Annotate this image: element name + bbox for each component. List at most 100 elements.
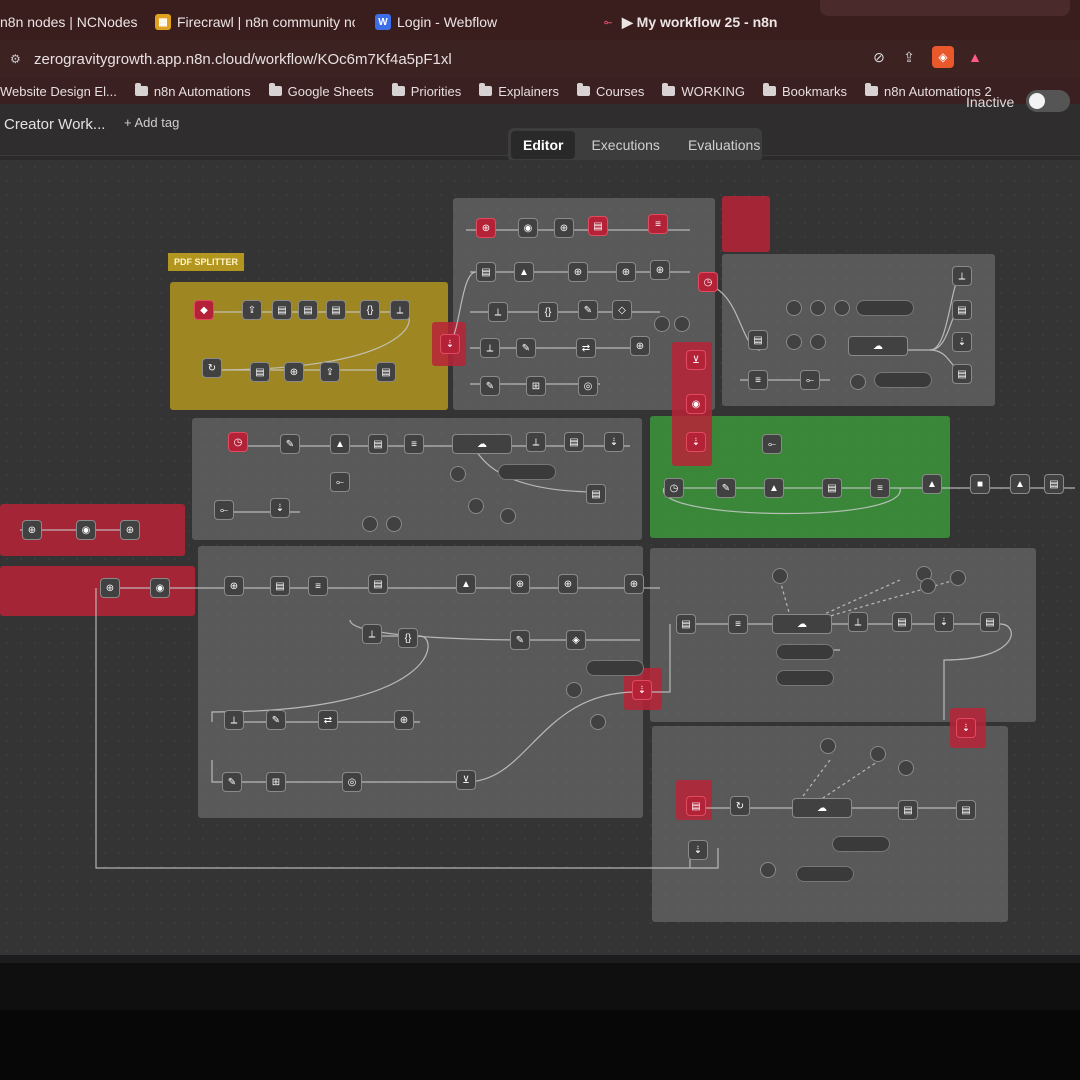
ai-agent-node[interactable]: ☁ [772, 614, 832, 634]
ai-agent-node[interactable]: ☁ [848, 336, 908, 356]
chat-model-node[interactable] [810, 334, 826, 350]
limit-node[interactable]: ⇣ [440, 334, 460, 354]
structured-output-parser-node[interactable] [856, 300, 914, 316]
share-icon[interactable]: ⇪ [903, 48, 915, 65]
loop-node[interactable]: ↻ [202, 358, 222, 378]
upload-trigger-node[interactable]: ◆ [194, 300, 214, 320]
execute-workflow-node[interactable]: ⟜ [762, 434, 782, 454]
edit-fields-node[interactable]: ✎ [716, 478, 736, 498]
bookmark-folder[interactable]: Courses [576, 83, 644, 99]
google-sheets-node[interactable]: ▤ [476, 262, 496, 282]
edit-fields-node[interactable]: ✎ [516, 338, 536, 358]
google-sheets-node[interactable]: ▤ [586, 484, 606, 504]
tab-firecrawl[interactable]: ▦ Firecrawl | n8n community node | N [155, 8, 355, 36]
wait-node[interactable]: ◉ [518, 218, 538, 238]
tab-ncnodes[interactable]: n8n nodes | NCNodes [0, 8, 140, 36]
bookmark-folder[interactable]: WORKING [662, 83, 745, 99]
split-out-node[interactable]: ⟂ [224, 710, 244, 730]
tab-evaluations[interactable]: Evaluations [687, 137, 761, 153]
sticky-note[interactable] [722, 196, 770, 252]
activate-toggle[interactable] [1026, 90, 1070, 112]
brave-shield-icon[interactable]: ◈ [932, 46, 954, 68]
http-request-node[interactable]: ⊕ [554, 218, 574, 238]
filter-node[interactable]: ≡ [648, 214, 668, 234]
http-request-node[interactable]: ⊕ [476, 218, 496, 238]
google-sheets-node[interactable]: ▤ [272, 300, 292, 320]
memory-node[interactable] [362, 516, 378, 532]
chat-model-node[interactable] [772, 568, 788, 584]
split-node[interactable]: ⟂ [390, 300, 410, 320]
execute-workflow-node[interactable]: ⟜ [330, 472, 350, 492]
add-tag-button[interactable]: + Add tag [124, 115, 180, 130]
http-request-node[interactable]: ⊕ [224, 576, 244, 596]
schedule-trigger-node[interactable]: ◷ [698, 272, 718, 292]
gemini-node[interactable]: ◇ [612, 300, 632, 320]
block-icon[interactable]: ⊘ [873, 48, 885, 65]
google-sheets-node[interactable]: ▤ [368, 434, 388, 454]
http-request-node[interactable]: ⊕ [284, 362, 304, 382]
ai-agent-node[interactable]: ☁ [792, 798, 852, 818]
google-drive-node[interactable]: ▲ [330, 434, 350, 454]
sticky-note[interactable] [652, 726, 1008, 922]
http-request-node[interactable]: ⊕ [558, 574, 578, 594]
memory-node[interactable] [850, 374, 866, 390]
google-sheets-node[interactable]: ▤ [822, 478, 842, 498]
sticky-note[interactable] [650, 548, 1036, 722]
google-sheets-node[interactable]: ▤ [368, 574, 388, 594]
tab-editor[interactable]: Editor [511, 131, 576, 159]
google-sheets-node[interactable]: ▤ [748, 330, 768, 350]
tab-executions[interactable]: Executions [591, 137, 660, 153]
google-sheets-node[interactable]: ▤ [676, 614, 696, 634]
vector-store-node[interactable]: ◈ [566, 630, 586, 650]
http-request-node[interactable]: ⊕ [120, 520, 140, 540]
google-sheets-node[interactable]: ▤ [564, 432, 584, 452]
wait-node[interactable]: ◉ [686, 394, 706, 414]
wait-node[interactable]: ◉ [76, 520, 96, 540]
tool-node[interactable] [834, 300, 850, 316]
split-out-node[interactable]: ⟂ [362, 624, 382, 644]
google-sheets-node[interactable]: ▤ [686, 796, 706, 816]
aggregate-node[interactable]: ⊞ [526, 376, 546, 396]
embeddings-node[interactable] [654, 316, 670, 332]
google-sheets-node[interactable]: ▤ [892, 612, 912, 632]
bookmark-folder[interactable]: Priorities [391, 83, 461, 99]
memory-node[interactable] [386, 516, 402, 532]
execute-workflow-node[interactable]: ⟜ [800, 370, 820, 390]
bookmark-folder[interactable]: n8n Automations 2 [864, 83, 992, 99]
split-out-node[interactable]: ⟂ [848, 612, 868, 632]
upload-node[interactable]: ⇪ [320, 362, 340, 382]
limit-node[interactable]: ⇣ [270, 498, 290, 518]
text-splitter-node[interactable] [674, 316, 690, 332]
limit-node[interactable]: ⇣ [686, 432, 706, 452]
memory-node[interactable] [468, 498, 484, 514]
bookmark-folder[interactable]: Explainers [479, 83, 559, 99]
limit-node[interactable]: ⇣ [952, 332, 972, 352]
code-node[interactable]: {} [538, 302, 558, 322]
memory-node[interactable] [950, 570, 966, 586]
http-request-node[interactable]: ⊕ [510, 574, 530, 594]
google-drive-node[interactable]: ▲ [922, 474, 942, 494]
split-out-node[interactable]: ⟂ [952, 266, 972, 286]
google-sheets-node[interactable]: ▤ [298, 300, 318, 320]
chat-model-node[interactable] [450, 466, 466, 482]
filter-node[interactable]: ≡ [870, 478, 890, 498]
chat-model-node[interactable] [920, 578, 936, 594]
filter-node[interactable]: ≡ [404, 434, 424, 454]
bookmark-folder[interactable]: n8n Automations [134, 83, 251, 99]
google-sheets-node[interactable]: ▤ [270, 576, 290, 596]
insert-record-node[interactable]: ◎ [578, 376, 598, 396]
vector-store-node[interactable] [776, 644, 834, 660]
aggregate-node[interactable]: ⊞ [266, 772, 286, 792]
chat-model-node[interactable] [760, 862, 776, 878]
memory-node[interactable] [870, 746, 886, 762]
edit-fields-node[interactable]: ✎ [510, 630, 530, 650]
chat-model-node[interactable] [898, 760, 914, 776]
http-request-node[interactable]: ■ [970, 474, 990, 494]
limit-node[interactable]: ⇣ [934, 612, 954, 632]
tool-node[interactable] [810, 300, 826, 316]
loop-node[interactable]: ↻ [730, 796, 750, 816]
tool-node[interactable] [786, 300, 802, 316]
limit-node[interactable]: ⇣ [956, 718, 976, 738]
google-drive-node[interactable]: ▲ [514, 262, 534, 282]
google-sheets-node[interactable]: ▤ [376, 362, 396, 382]
